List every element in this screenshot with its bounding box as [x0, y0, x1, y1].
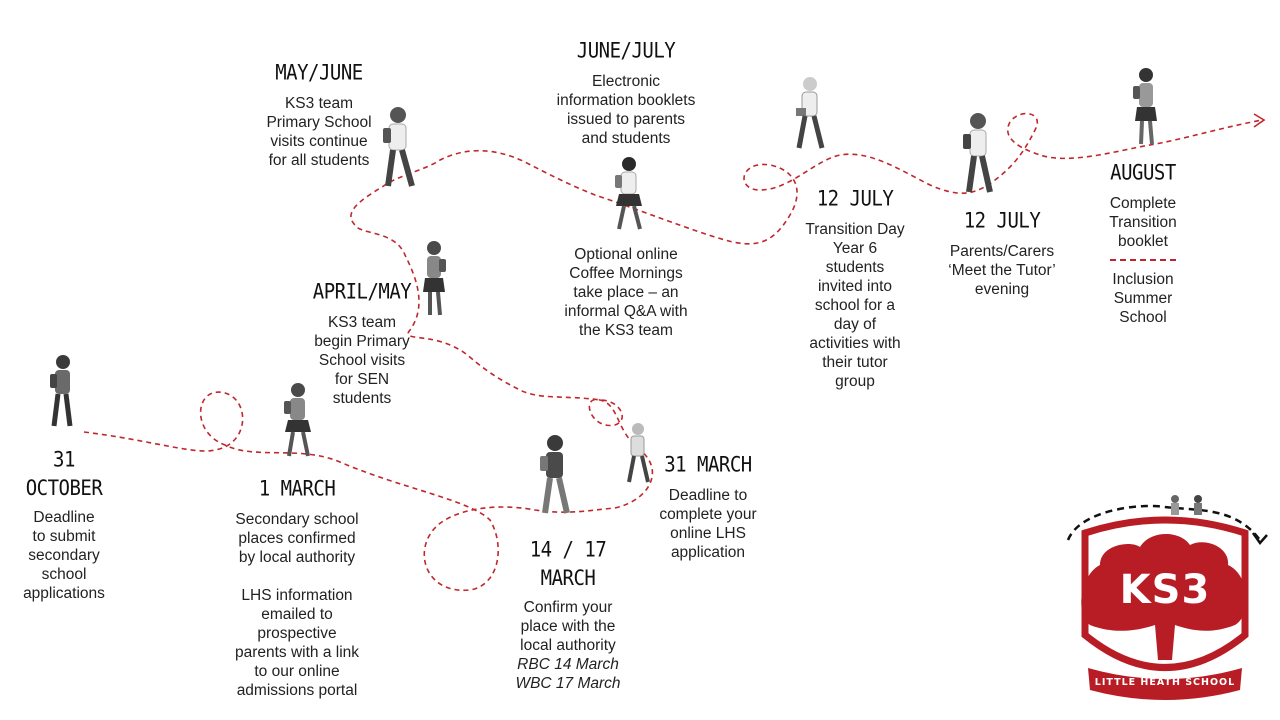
- milestone-heading: 14 / 17 MARCH: [529, 537, 607, 591]
- milestone-heading: 12 JULY: [816, 186, 894, 212]
- milestone-heading: 31 MARCH: [664, 452, 752, 478]
- milestone-june-july: JUNE/JULY Electronic information booklet…: [540, 38, 712, 148]
- student-figure-boy-4: [963, 113, 993, 193]
- journey-arrowhead: [1253, 113, 1266, 128]
- milestone-text: Complete Transition booklet: [1109, 195, 1177, 250]
- milestone-text: Deadline to submit secondary school appl…: [23, 509, 105, 602]
- ks3-logo: KS3 LITTLE HEATH SCHOOL: [1060, 485, 1270, 710]
- milestone-text: KS3 team begin Primary School visits for…: [314, 314, 410, 407]
- milestone-heading: AUGUST: [1110, 160, 1176, 186]
- milestone-heading: JUNE/JULY: [576, 38, 676, 64]
- student-figure-boy-3: [383, 107, 415, 187]
- student-figure-older-1: [627, 423, 650, 483]
- milestone-text-italic: RBC 14 March WBC 17 March: [515, 656, 621, 692]
- milestone-heading: MAY/JUNE: [275, 60, 363, 86]
- milestone-31-october: 31 OCTOBER Deadline to submit secondary …: [8, 448, 120, 603]
- student-figure-older-2: [796, 77, 825, 149]
- milestone-text: Confirm your place with the local author…: [520, 599, 616, 654]
- milestone-text-secondary: Inclusion Summer School: [1112, 271, 1174, 326]
- milestone-text: Deadline to complete your online LHS app…: [659, 487, 757, 561]
- milestone-text: KS3 team Primary School visits continue …: [266, 95, 372, 169]
- milestone-heading: 31 OCTOBER: [25, 447, 103, 501]
- logo-emblem: [1066, 495, 1268, 700]
- milestone-12-july-transition-day: 12 JULY Transition Day Year 6 students i…: [790, 186, 920, 391]
- milestone-heading: 1 MARCH: [258, 476, 336, 502]
- student-figure-girl-1: [284, 383, 311, 457]
- milestone-12-july-meet-tutor: 12 JULY Parents/Carers ‘Meet the Tutor’ …: [930, 208, 1074, 299]
- milestone-heading: 12 JULY: [963, 208, 1041, 234]
- milestone-heading: APRIL/MAY: [312, 279, 412, 305]
- milestone-june-july-coffee-mornings: Optional online Coffee Mornings take pla…: [540, 245, 712, 340]
- student-figure-boy-1: [50, 355, 73, 427]
- milestone-separator: [1110, 259, 1176, 261]
- milestone-may-june: MAY/JUNE KS3 team Primary School visits …: [252, 60, 386, 170]
- milestone-text: Electronic information booklets issued t…: [556, 73, 696, 147]
- student-figure-girl-2: [423, 241, 446, 316]
- student-figure-boy-2: [540, 435, 570, 514]
- journey-path-line: [83, 112, 1263, 591]
- milestone-text: Transition Day Year 6 students invited i…: [805, 221, 905, 390]
- milestone-text-secondary: Optional online Coffee Mornings take pla…: [564, 246, 688, 339]
- logo-ks3-title: KS3: [1119, 567, 1211, 613]
- milestone-text: Parents/Carers ‘Meet the Tutor’ evening: [948, 243, 1056, 298]
- milestone-31-march: 31 MARCH Deadline to complete your onlin…: [640, 452, 776, 562]
- logo-school-name: LITTLE HEATH SCHOOL: [1094, 677, 1236, 688]
- milestone-text-secondary: LHS information emailed to prospective p…: [234, 587, 360, 699]
- milestone-august: AUGUST Complete Transition booklet Inclu…: [1088, 160, 1198, 327]
- milestone-april-may: APRIL/MAY KS3 team begin Primary School …: [300, 279, 424, 408]
- milestone-1-march: 1 MARCH Secondary school places confirme…: [212, 476, 382, 700]
- milestone-text: Secondary school places confirmed by loc…: [235, 511, 359, 566]
- milestone-14-17-march: 14 / 17 MARCH Confirm your place with th…: [500, 538, 636, 693]
- student-figure-girl-4: [1133, 68, 1157, 145]
- student-figure-girl-3: [615, 157, 642, 230]
